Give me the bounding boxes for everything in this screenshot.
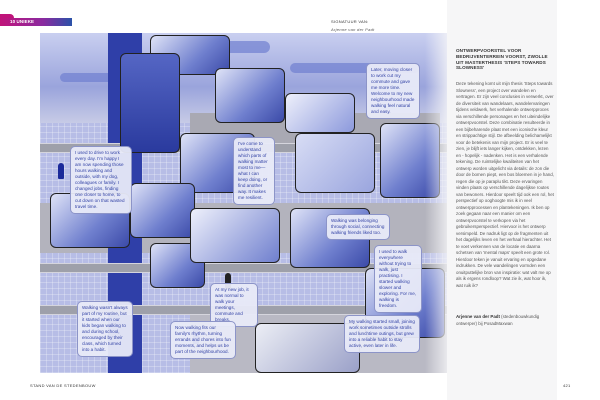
author-bio: Arjenne van der Padt (stedenbouwkundig o…: [456, 314, 554, 327]
footer-publication: STAND VAN DE STEDENBOUW: [30, 383, 96, 388]
illustration: I used to drive to work every day. I'm h…: [40, 33, 447, 373]
speech-bubble: At my new job, it was normal to walk you…: [210, 283, 258, 327]
walking-figure: [58, 163, 64, 179]
speech-bubble: Later, moving closer to work cut my comm…: [366, 63, 420, 119]
scene-panel: [190, 208, 280, 263]
cloud: [60, 73, 140, 82]
scene-panel: [215, 68, 285, 123]
signature-label: SIGNATUUR VAN:: [331, 19, 369, 24]
walking-figure: [225, 273, 231, 289]
scene-panel: [285, 93, 355, 133]
road: [40, 263, 447, 273]
speech-bubble: Walking wasn't always part of my routine…: [77, 301, 133, 357]
speech-bubble: I used to walk everywhere without trying…: [374, 245, 422, 313]
speech-bubble: Now walking fits our family's rhythm, tu…: [170, 321, 236, 359]
page-number: 421: [563, 383, 571, 388]
scene-panel: [295, 133, 375, 193]
author-name: Arjenne van der Padt: [456, 314, 500, 319]
section-tag: 10 UNIEKE HANDSCHRIFTEN: [0, 14, 72, 32]
speech-bubble: I've come to understand which parts of w…: [233, 137, 275, 205]
scene-panel: [120, 53, 180, 153]
text-column-background: [447, 0, 557, 400]
signature-name: Arjenne van der Padt: [331, 27, 375, 32]
signature: SIGNATUUR VAN: Arjenne van der Padt: [331, 19, 375, 32]
speech-bubble: I used to drive to work every day. I'm h…: [70, 146, 132, 214]
speech-bubble: Walking was belonging through social, co…: [326, 214, 390, 240]
speech-bubble: My walking started small, joining work s…: [344, 315, 420, 353]
scene-panel: [130, 183, 195, 238]
author-role: (stedenbouwkundig ontwerper) bij PosadMa…: [456, 314, 540, 326]
illustration-fade: [425, 33, 447, 373]
scene-panel: [255, 323, 360, 373]
article-heading: ONTWERPVOORSTEL VOOR BEDRIJVENTERREIN VO…: [456, 48, 548, 71]
article-body: Deze tekening komt uit mijn thesis 'Step…: [456, 81, 554, 288]
scene-panel: [150, 243, 205, 288]
cloud: [290, 63, 420, 73]
